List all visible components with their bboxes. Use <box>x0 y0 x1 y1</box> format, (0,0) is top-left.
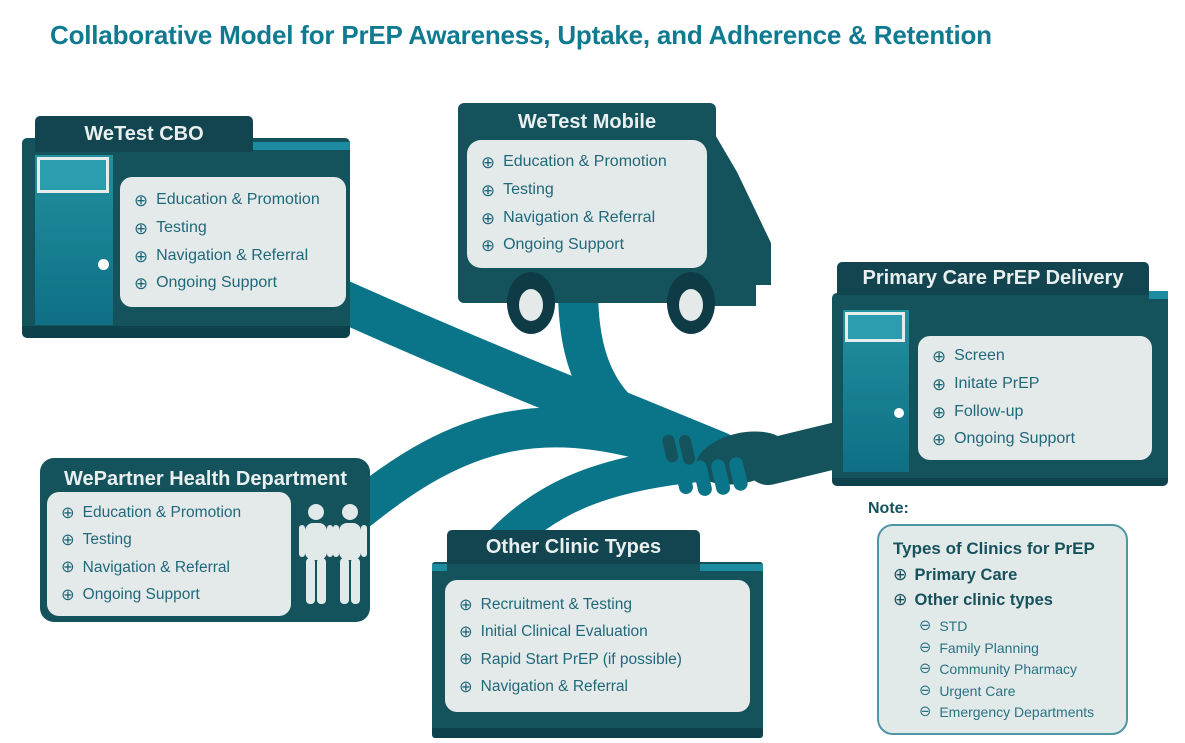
door-window <box>845 312 905 342</box>
circle-plus-icon: ⊕ <box>481 179 496 200</box>
list-item: ⊕Navigation & Referral <box>134 245 309 266</box>
page-title: Collaborative Model for PrEP Awareness, … <box>50 20 992 50</box>
list-item: ⊕Ongoing Support <box>61 584 200 604</box>
list-item: ⊕Navigation & Referral <box>459 676 628 696</box>
circle-plus-icon: ⊕ <box>134 217 149 238</box>
circle-plus-icon: ⊕ <box>459 649 473 669</box>
circle-plus-icon: ⊕ <box>893 589 908 610</box>
wetest-cbo-title: WeTest CBO <box>35 116 253 152</box>
list-item: ⊕Testing <box>61 530 132 550</box>
other-clinics-card: Other Clinic Types ⊕Recruitment & Testin… <box>432 530 763 738</box>
list-item: ⊖Community Pharmacy <box>919 660 1078 678</box>
connector-mobile-to-handshake <box>558 268 720 476</box>
circle-plus-icon: ⊕ <box>932 401 947 422</box>
people-icon <box>299 504 367 604</box>
note-bold-item: ⊕Other clinic types <box>893 589 1053 610</box>
circle-plus-icon: ⊕ <box>134 273 149 294</box>
circle-plus-icon: ⊕ <box>61 503 75 523</box>
circle-minus-icon: ⊖ <box>919 638 932 656</box>
other-clinics-services-panel: ⊕Recruitment & Testing ⊕Initial Clinical… <box>445 580 750 712</box>
handshake-right-fingers <box>662 434 696 465</box>
circle-plus-icon: ⊕ <box>61 557 75 577</box>
circle-plus-icon: ⊕ <box>481 235 496 256</box>
wetest-cbo-services-panel: ⊕Education & Promotion ⊕Testing ⊕Navigat… <box>120 177 346 307</box>
connector-cbo-to-handshake <box>319 279 726 473</box>
door-knob <box>894 408 904 418</box>
list-item: ⊕Ongoing Support <box>134 273 278 294</box>
circle-minus-icon: ⊖ <box>919 660 932 678</box>
list-item: ⊕Testing <box>481 179 554 200</box>
list-item: ⊖Emergency Departments <box>919 703 1095 721</box>
primary-care-title: Primary Care PrEP Delivery <box>837 262 1149 295</box>
list-item: ⊕Navigation & Referral <box>61 557 230 577</box>
list-item: ⊕Initate PrEP <box>932 373 1040 394</box>
other-clinics-roof-stripe-right <box>700 564 763 571</box>
primary-care-services-panel: ⊕Screen ⊕Initate PrEP ⊕Follow-up ⊕Ongoin… <box>918 336 1152 460</box>
circle-plus-icon: ⊕ <box>932 429 947 450</box>
circle-plus-icon: ⊕ <box>134 189 149 210</box>
wetest-cbo-roof-stripe <box>253 142 350 150</box>
other-clinics-roof-stripe-left <box>432 564 447 571</box>
circle-plus-icon: ⊕ <box>932 345 947 366</box>
circle-plus-icon: ⊕ <box>61 584 75 604</box>
list-item: ⊕Ongoing Support <box>481 235 625 256</box>
other-clinics-title: Other Clinic Types <box>447 530 700 564</box>
wepartner-card: WePartner Health Department ⊕Education &… <box>40 458 370 622</box>
connector-partner-to-handshake <box>336 407 720 532</box>
other-clinics-title-text: Other Clinic Types <box>485 535 662 558</box>
list-item: ⊕Testing <box>134 217 207 238</box>
list-item: ⊕Follow-up <box>932 401 1024 422</box>
list-item: ⊕Education & Promotion <box>61 503 242 523</box>
list-item: ⊖STD <box>919 617 968 635</box>
circle-plus-icon: ⊕ <box>481 151 496 172</box>
note-bold-item: ⊕Primary Care <box>893 564 1018 585</box>
circle-minus-icon: ⊖ <box>919 617 932 635</box>
note-box: Types of Clinics for PrEP ⊕Primary Care … <box>877 524 1128 735</box>
door-knob <box>98 259 109 270</box>
wepartner-services-panel: ⊕Education & Promotion ⊕Testing ⊕Navigat… <box>47 492 291 616</box>
circle-plus-icon: ⊕ <box>893 564 908 585</box>
circle-plus-icon: ⊕ <box>459 676 473 696</box>
door-window <box>37 157 109 193</box>
door-icon <box>843 310 909 472</box>
wetest-mobile-card: WeTest Mobile ⊕Education & Promotion ⊕Te… <box>458 103 716 303</box>
circle-plus-icon: ⊕ <box>481 207 496 228</box>
circle-plus-icon: ⊕ <box>459 622 473 642</box>
primary-care-card: Primary Care PrEP Delivery ⊕Screen ⊕Init… <box>832 262 1168 486</box>
wetest-cbo-card: WeTest CBO ⊕Education & Promotion ⊕Testi… <box>22 116 350 338</box>
note-sub-list: ⊖STD ⊖Family Planning ⊖Community Pharmac… <box>919 616 1116 724</box>
wepartner-title: WePartner Health Department <box>64 468 347 491</box>
wetest-cbo-title-text: WeTest CBO <box>84 122 204 145</box>
note-heading: Types of Clinics for PrEP <box>893 539 1095 558</box>
primary-care-title-text: Primary Care PrEP Delivery <box>862 267 1124 289</box>
circle-plus-icon: ⊕ <box>459 595 473 615</box>
wetest-mobile-title: WeTest Mobile <box>458 111 716 134</box>
wetest-mobile-title-text: WeTest Mobile <box>517 111 657 133</box>
list-item: ⊕Ongoing Support <box>932 429 1076 450</box>
wepartner-title-text: WePartner Health Department <box>64 468 348 490</box>
primary-care-roof-stripe <box>1149 291 1168 299</box>
circle-minus-icon: ⊖ <box>919 703 932 721</box>
wetest-mobile-services-panel: ⊕Education & Promotion ⊕Testing ⊕Navigat… <box>467 140 707 268</box>
list-item: ⊕Navigation & Referral <box>481 207 656 228</box>
list-item: ⊕Education & Promotion <box>134 189 320 210</box>
list-item: ⊕Education & Promotion <box>481 151 667 172</box>
circle-minus-icon: ⊖ <box>919 681 932 699</box>
truck-cab <box>710 126 771 306</box>
door-icon <box>35 155 113 325</box>
list-item: ⊕Screen <box>932 345 1005 366</box>
list-item: ⊖Family Planning <box>919 638 1039 656</box>
handshake-left-fingers <box>674 457 748 496</box>
list-item: ⊕Recruitment & Testing <box>459 595 632 615</box>
circle-plus-icon: ⊕ <box>932 373 947 394</box>
handshake-right-hand <box>695 431 789 485</box>
handshake-left-arm <box>578 382 740 472</box>
note-label: Note: <box>868 500 909 517</box>
list-item: ⊖Urgent Care <box>919 681 1016 699</box>
circle-plus-icon: ⊕ <box>134 245 149 266</box>
circle-plus-icon: ⊕ <box>61 530 75 550</box>
list-item: ⊕Initial Clinical Evaluation <box>459 622 648 642</box>
list-item: ⊕Rapid Start PrEP (if possible) <box>459 649 682 669</box>
